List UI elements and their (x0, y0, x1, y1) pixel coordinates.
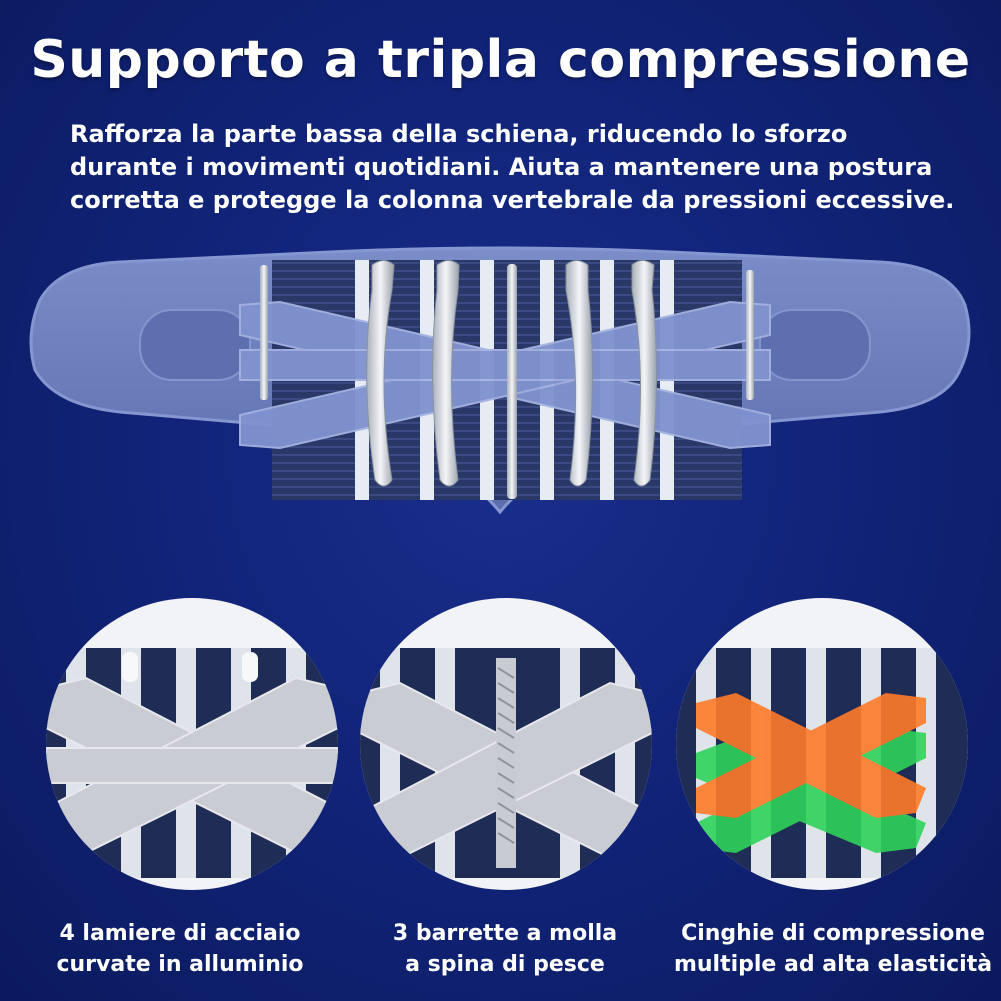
feature-caption-steel-plates: 4 lamiere di acciaio curvate in allumini… (30, 918, 330, 980)
caption-line: multiple ad alta elasticità (673, 952, 993, 977)
page-title: Supporto a tripla compressione (30, 30, 971, 90)
caption-line: 4 lamiere di acciaio (59, 921, 301, 946)
caption-line: 3 barrette a molla (392, 921, 618, 946)
back-support-belt-image (29, 246, 971, 515)
feature-caption-spring-bars: 3 barrette a molla a spina di pesce (355, 918, 655, 980)
caption-line: a spina di pesce (405, 952, 605, 977)
description-line: durante i movimenti quotidiani. Aiuta a … (70, 153, 933, 181)
feature-image-compression-straps (676, 598, 968, 890)
feature-caption-compression-straps: Cinghie di compressione multiple ad alta… (668, 918, 998, 980)
feature-image-steel-plates (46, 598, 338, 890)
feature-image-spring-bars (360, 598, 652, 890)
description: Rafforza la parte bassa della schiena, r… (70, 118, 960, 217)
description-line: corretta e protegge la colonna vertebral… (70, 186, 955, 214)
description-line: Rafforza la parte bassa della schiena, r… (70, 120, 848, 148)
caption-line: curvate in alluminio (56, 952, 304, 977)
caption-line: Cinghie di compressione (681, 921, 985, 946)
